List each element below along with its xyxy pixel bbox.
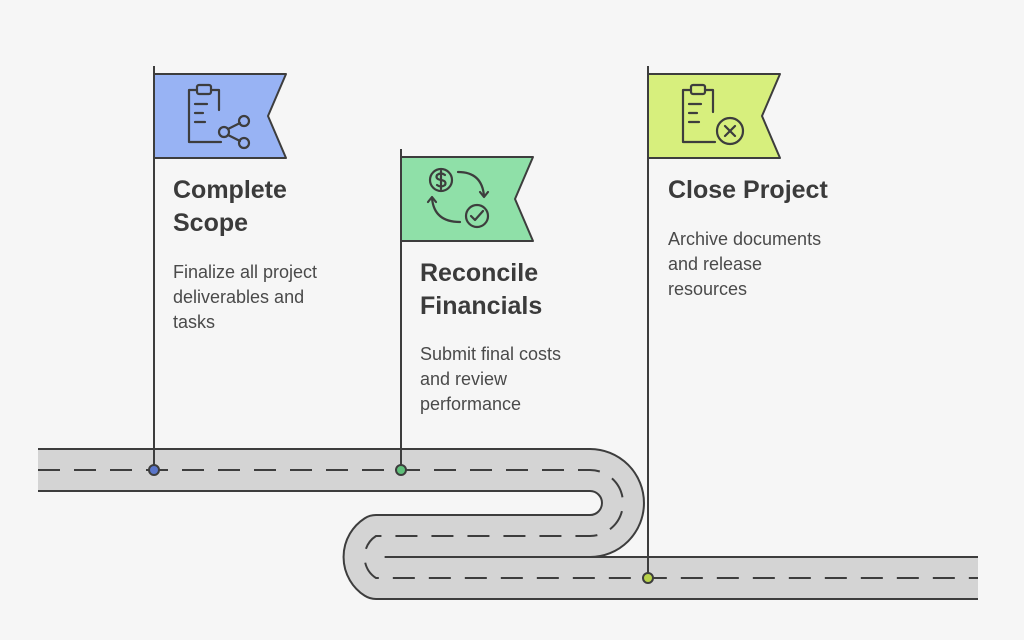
step-3-description: Archive documents and release resources bbox=[668, 227, 878, 302]
step-2-title-line-2: Financials bbox=[420, 292, 543, 320]
step-3-title: Close Project bbox=[668, 174, 928, 207]
step-1-title-line-1: Complete bbox=[173, 176, 287, 204]
road-marker-1 bbox=[148, 464, 160, 476]
step-3-title-line-1: Close Project bbox=[668, 176, 828, 204]
road bbox=[38, 448, 978, 600]
step-1-desc-line-3: tasks bbox=[173, 312, 216, 332]
step-2-desc-line-2: and review bbox=[420, 369, 508, 389]
dollar-check-cycle-icon bbox=[426, 167, 490, 229]
clipboard-share-icon bbox=[187, 83, 251, 150]
road-marker-2 bbox=[395, 464, 407, 476]
flag-banner-3 bbox=[647, 73, 781, 159]
step-1-desc-line-2: deliverables and bbox=[173, 287, 305, 307]
step-2-title: Reconcile Financials bbox=[420, 257, 640, 323]
clipboard-x-icon bbox=[681, 83, 745, 146]
step-3-desc-line-2: and release bbox=[668, 254, 763, 274]
step-2-description: Submit final costs and review performanc… bbox=[420, 342, 630, 417]
step-1-description: Finalize all project deliverables and ta… bbox=[173, 260, 383, 335]
step-2-desc-line-1: Submit final costs bbox=[420, 344, 562, 364]
step-2-title-line-1: Reconcile bbox=[420, 259, 539, 287]
step-1-title: Complete Scope bbox=[173, 174, 373, 240]
road-surface bbox=[38, 450, 978, 598]
step-3-desc-line-3: resources bbox=[668, 279, 748, 299]
step-2-desc-line-3: performance bbox=[420, 394, 522, 414]
step-1-title-line-2: Scope bbox=[173, 209, 249, 237]
milestone-flag-2 bbox=[395, 149, 534, 476]
flag-banner-1 bbox=[153, 73, 287, 159]
road-marker-3 bbox=[642, 572, 654, 584]
flag-banner-2 bbox=[400, 156, 534, 242]
step-3-desc-line-1: Archive documents bbox=[668, 229, 822, 249]
milestone-flag-3 bbox=[642, 66, 781, 584]
milestone-flag-1 bbox=[148, 66, 287, 476]
step-1-desc-line-1: Finalize all project bbox=[173, 262, 318, 282]
